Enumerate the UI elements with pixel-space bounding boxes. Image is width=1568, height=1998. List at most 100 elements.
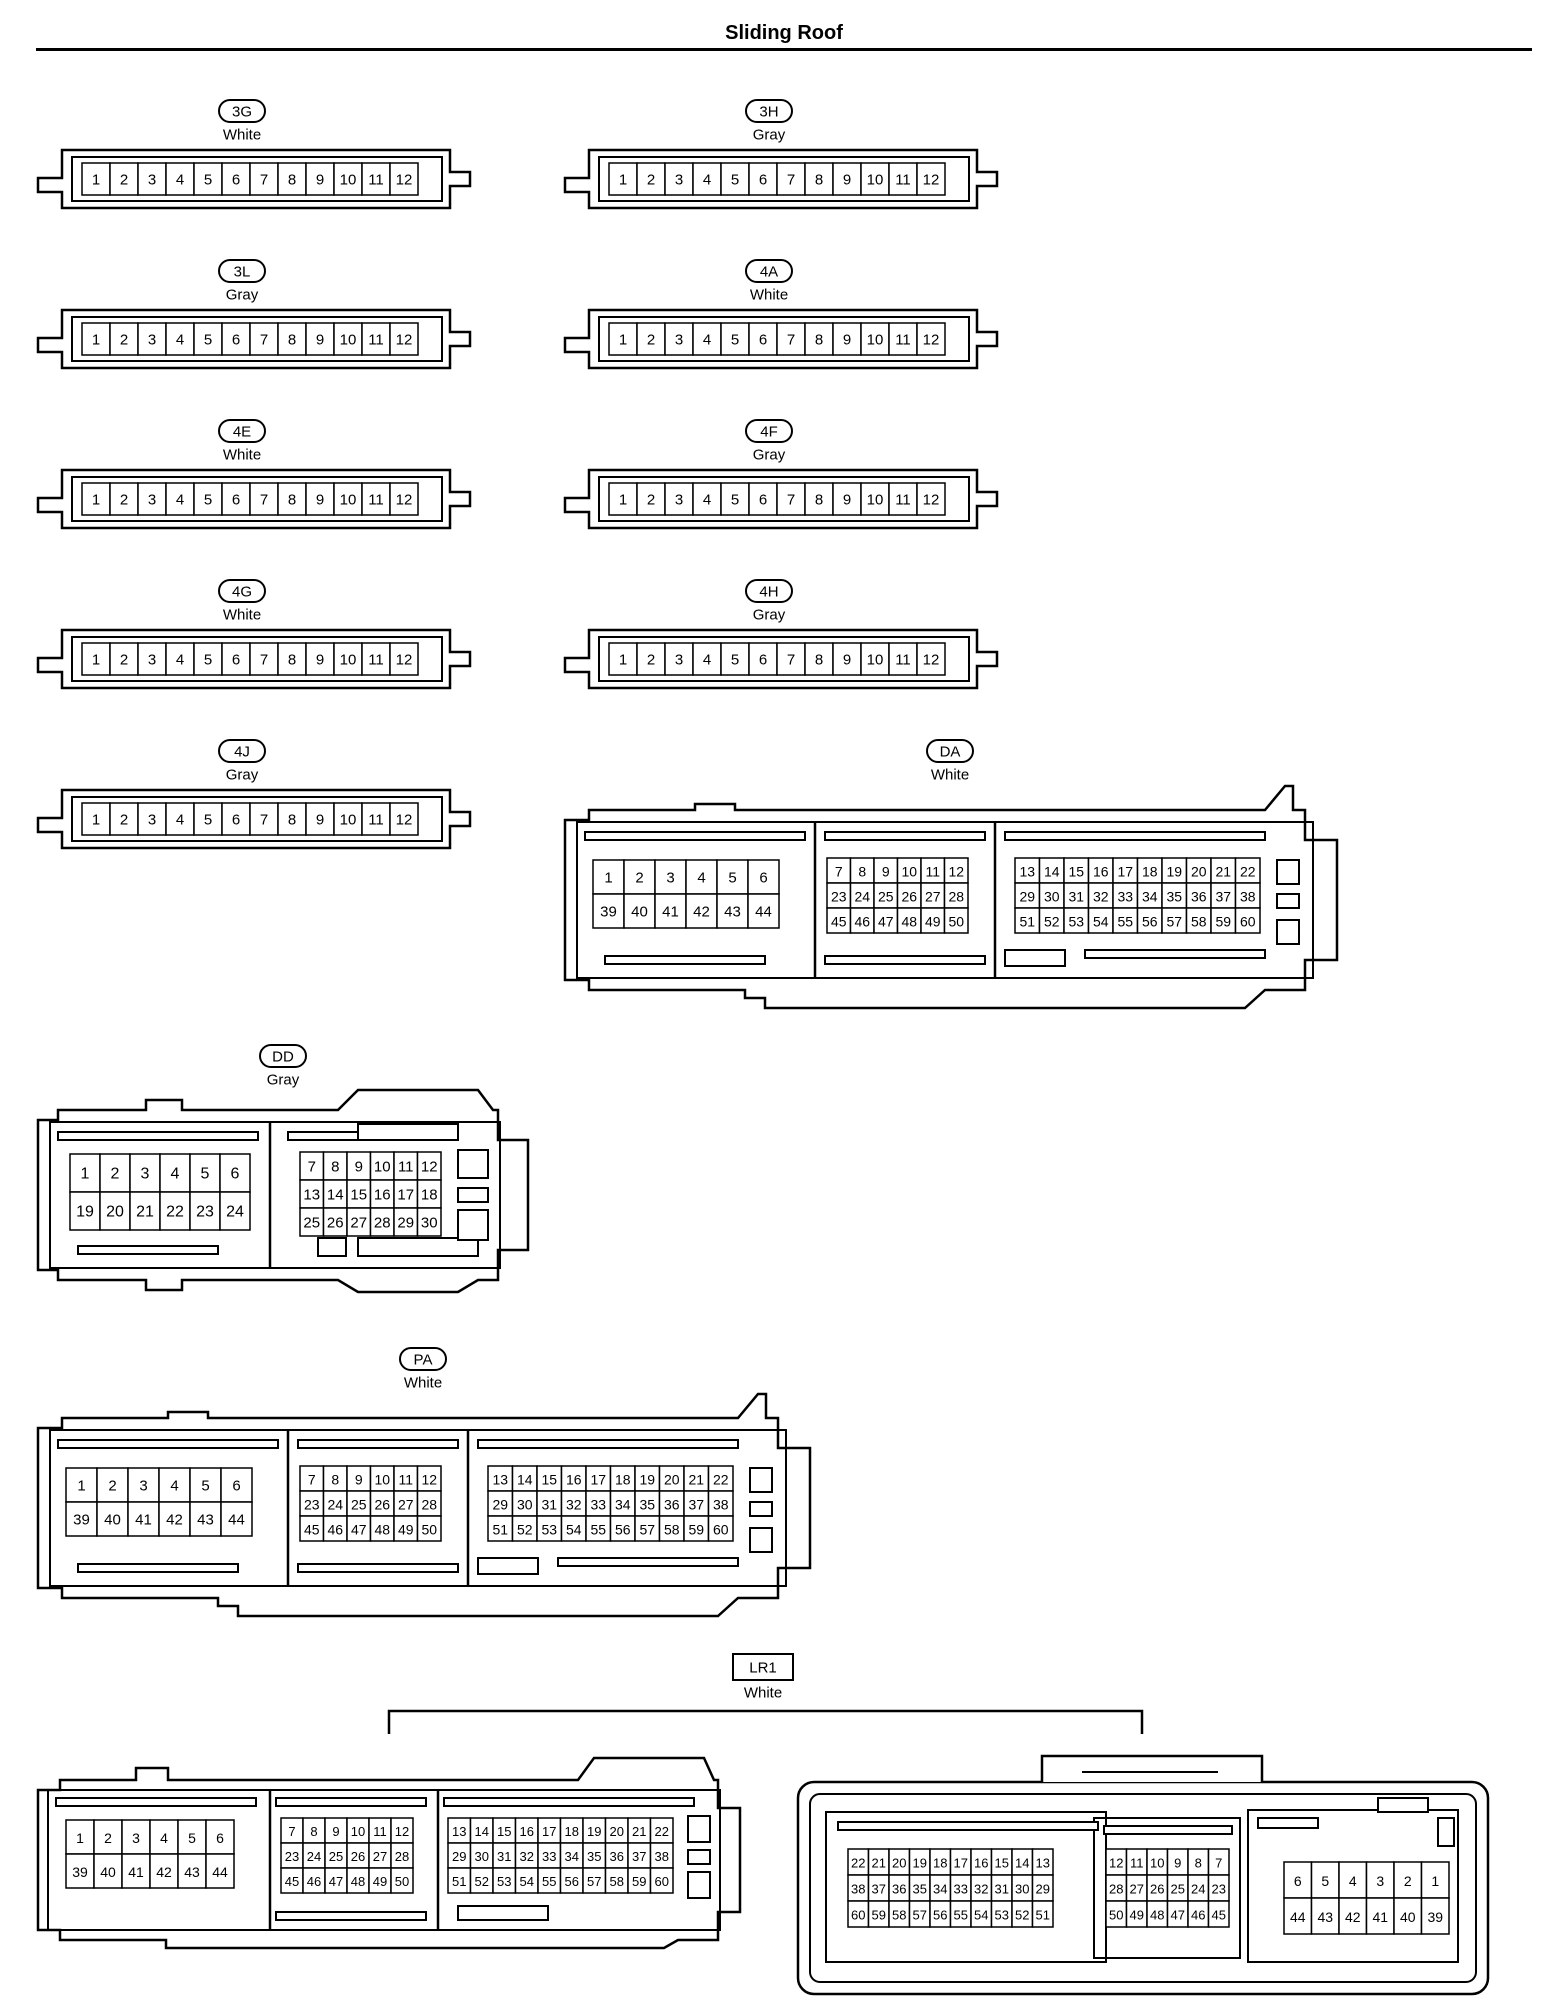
pin-cell — [137, 482, 167, 516]
pin-number: 38 — [1240, 889, 1256, 905]
pin-cell — [1014, 882, 1041, 909]
pin-number: 6 — [232, 332, 240, 349]
pin-number: 48 — [1150, 1908, 1164, 1923]
pin-cell — [664, 162, 694, 196]
pin-number: 7 — [1215, 1856, 1222, 1871]
pin-number: 3 — [132, 1830, 140, 1846]
pin-number: 44 — [212, 1864, 228, 1880]
pin-number: 6 — [1294, 1873, 1302, 1889]
pin-number: 7 — [288, 1824, 295, 1839]
pin-number: 2 — [647, 492, 655, 509]
inner-frame — [49, 1121, 501, 1269]
pin-cell — [916, 642, 946, 676]
pin-number: 25 — [1171, 1882, 1185, 1897]
pin-number: 47 — [351, 1522, 367, 1538]
pin-cell — [389, 162, 419, 196]
pin-number: 54 — [520, 1874, 534, 1889]
latch-slot — [557, 1557, 739, 1567]
pin-number: 22 — [655, 1824, 669, 1839]
pin-number: 3 — [148, 652, 156, 669]
pin-number: 7 — [308, 1159, 316, 1176]
pin-number: 21 — [688, 1472, 704, 1488]
connector-color: White — [223, 127, 261, 144]
latch-slot — [824, 831, 986, 841]
latch-slot — [275, 1797, 427, 1807]
pin-number: 16 — [520, 1824, 534, 1839]
pin-cell — [1136, 857, 1163, 884]
pin-cell — [1283, 1861, 1313, 1899]
connector-id-badge — [218, 99, 266, 123]
pin-number: 18 — [1142, 864, 1158, 880]
pin-number: 25 — [329, 1849, 343, 1864]
pin-number: 33 — [542, 1849, 556, 1864]
pin-number: 9 — [316, 812, 324, 829]
pin-number: 11 — [925, 864, 940, 880]
pin-number: 12 — [923, 172, 940, 189]
latch-slot — [824, 955, 986, 965]
pin-number: 1 — [92, 812, 100, 829]
pin-cell — [1283, 1897, 1313, 1935]
pin-number: 11 — [368, 652, 384, 669]
pin-cell — [1210, 907, 1237, 934]
pin-number: 28 — [374, 1215, 391, 1232]
connector-color: Gray — [753, 607, 786, 624]
pin-number: 12 — [923, 652, 940, 669]
pin-number: 14 — [517, 1472, 533, 1488]
pin-number: 12 — [396, 812, 413, 829]
pin-number: 36 — [610, 1849, 624, 1864]
latch-slot — [297, 1439, 459, 1449]
pin-cell — [177, 1853, 207, 1889]
pin-number: 32 — [520, 1849, 534, 1864]
pin-number: 22 — [713, 1472, 729, 1488]
pin-cell — [707, 1465, 734, 1492]
pin-number: 23 — [1212, 1882, 1226, 1897]
pin-number: 36 — [1191, 889, 1207, 905]
pin-number: 43 — [1317, 1909, 1333, 1925]
pin-number: 37 — [688, 1497, 704, 1513]
pin-cell — [129, 1191, 161, 1231]
pin-number: 7 — [835, 864, 843, 880]
pin-cell — [888, 162, 918, 196]
pin-number: 7 — [787, 172, 795, 189]
pin-number: 11 — [368, 812, 384, 829]
latch-slot — [687, 1849, 711, 1865]
pin-number: 42 — [693, 904, 710, 921]
pin-cell — [560, 1465, 587, 1492]
connector-id-badge — [745, 99, 793, 123]
connector-id-badge — [745, 419, 793, 443]
pin-cell — [776, 162, 806, 196]
pin-number: 8 — [858, 864, 866, 880]
pin-number: 57 — [587, 1874, 601, 1889]
pin-number: 23 — [304, 1497, 320, 1513]
pin-number: 49 — [373, 1874, 387, 1889]
pin-number: 29 — [452, 1849, 466, 1864]
pin-number: 11 — [1130, 1856, 1144, 1871]
pin-number: 20 — [1191, 864, 1207, 880]
latch-slot — [1103, 1825, 1233, 1835]
pin-cell — [860, 642, 890, 676]
inner-frame — [47, 1789, 721, 1931]
pin-number: 6 — [232, 812, 240, 829]
pin-number: 22 — [166, 1204, 184, 1221]
connector-id-badge — [218, 419, 266, 443]
pin-number: 48 — [901, 914, 917, 930]
pin-number: 33 — [954, 1882, 968, 1897]
pin-frame — [71, 476, 443, 522]
pin-number: 24 — [226, 1204, 244, 1221]
pin-cell — [608, 322, 638, 356]
pin-number: 5 — [201, 1478, 209, 1495]
pin-number: 6 — [759, 332, 767, 349]
pin-cell — [716, 893, 749, 929]
latch-slot — [687, 1815, 711, 1843]
pin-number: 48 — [374, 1522, 390, 1538]
pin-number: 21 — [872, 1856, 886, 1871]
pin-number: 20 — [106, 1204, 124, 1221]
pin-number: 6 — [231, 1166, 240, 1183]
pin-number: 52 — [517, 1522, 533, 1538]
pin-cell — [305, 802, 335, 836]
pin-cell — [748, 162, 778, 196]
pin-cell — [692, 642, 722, 676]
pin-number: 9 — [355, 1472, 363, 1488]
